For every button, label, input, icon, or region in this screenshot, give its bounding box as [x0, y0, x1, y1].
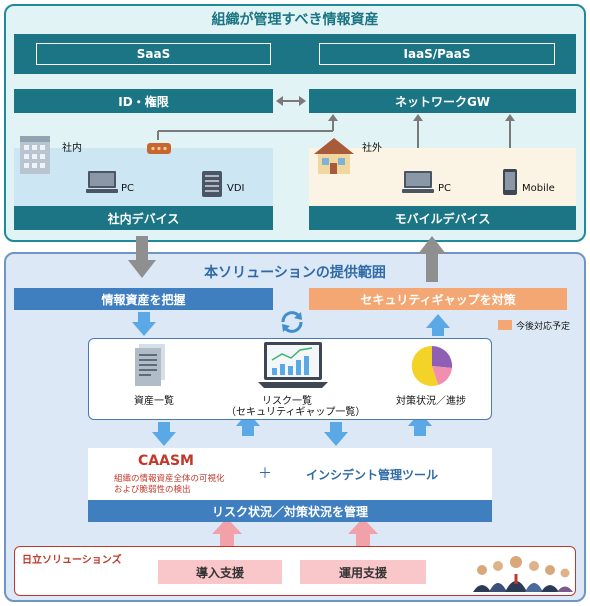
hitachi-label: 日立ソリューションズ [22, 555, 122, 566]
security-gap-bar: セキュリティギャップを対策 [309, 288, 567, 310]
vdi-label: VDI [227, 183, 245, 194]
cycle-arrows-icon [281, 311, 303, 333]
mobile-phone-icon [503, 169, 517, 195]
router-icon [147, 143, 171, 154]
support-team-people-icon [473, 556, 573, 592]
asset-list-document-icon [135, 344, 165, 386]
link-label-right: 連携 [364, 358, 380, 367]
laptop-chart-icon [258, 342, 328, 388]
asset-list-label: 資産一覧 [134, 396, 174, 407]
top-panel-title: 組織が管理すべき情報資産 [211, 12, 379, 28]
manage-status-bar: リスク状況／対策状況を管理 [88, 500, 492, 522]
incident-tool-label: インシデント管理ツール [306, 468, 439, 482]
vdi-server-icon [202, 171, 222, 197]
iaas-paas-box: IaaS/PaaS [319, 43, 555, 65]
mobile-label: Mobile [522, 183, 555, 194]
office-building-icon [20, 136, 50, 174]
countermeasure-label: 対策状況／進捗 [396, 396, 466, 407]
id-permission-bar: ID・権限 [14, 89, 273, 113]
pc-icon-external [402, 171, 434, 193]
saas-box: SaaS [36, 43, 271, 65]
legend-label: 今後対応予定 [516, 322, 571, 332]
pc-icon [86, 171, 118, 193]
legend-swatch [498, 320, 512, 330]
risk-list-sublabel: （セキュリティギャップ一覧） [226, 407, 366, 418]
risk-list-label: リスク一覧 [262, 396, 312, 407]
caasm-desc-line2: および脆弱性の検出 [114, 485, 191, 495]
external-zone [309, 148, 576, 206]
bottom-panel-title: 本ソリューションの提供範囲 [204, 265, 386, 281]
mobile-devices-bar: モバイルデバイス [309, 206, 576, 230]
internal-zone [14, 148, 273, 206]
internal-devices-bar: 社内デバイス [14, 206, 273, 230]
cloud-bar [14, 34, 576, 74]
pie-chart-icon [411, 345, 453, 386]
solution-scope-panel [4, 252, 586, 602]
pc-label: PC [121, 183, 135, 194]
pc-label-external: PC [438, 183, 452, 194]
plus-sign: ＋ [258, 466, 272, 482]
network-gw-bar: ネットワークGW [309, 89, 576, 113]
external-label: 社外 [362, 143, 382, 154]
grasp-assets-bar: 情報資産を把握 [14, 288, 273, 310]
caasm-title: CAASM [138, 453, 194, 469]
link-label-left: 連携 [208, 358, 224, 367]
intro-support-box: 導入支援 [158, 560, 282, 584]
ops-support-box: 運用支援 [300, 560, 426, 584]
caasm-desc-line1: 組織の情報資産全体の可視化 [114, 474, 225, 484]
internal-label: 社内 [62, 143, 82, 154]
house-icon [314, 138, 354, 174]
tools-box [88, 448, 492, 500]
